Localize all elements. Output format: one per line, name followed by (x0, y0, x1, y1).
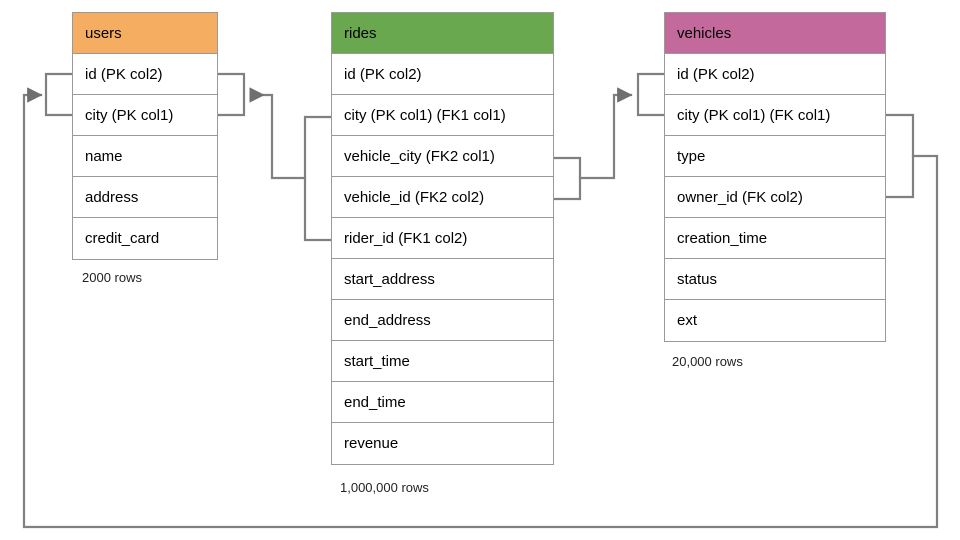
table-rides-header: rides (332, 13, 553, 54)
table-rides-column-start-address[interactable]: start_address (332, 259, 553, 300)
table-vehicles-column-type[interactable]: type (665, 136, 885, 177)
table-vehicles[interactable]: vehicles id (PK col2) city (PK col1) (FK… (664, 12, 886, 342)
table-rides[interactable]: rides id (PK col2) city (PK col1) (FK1 c… (331, 12, 554, 465)
table-rides-column-end-time[interactable]: end_time (332, 382, 553, 423)
table-users-column-address[interactable]: address (73, 177, 217, 218)
table-vehicles-column-ext[interactable]: ext (665, 300, 885, 341)
table-rides-column-vehicle-city[interactable]: vehicle_city (FK2 col1) (332, 136, 553, 177)
edge-vehicles-right-bracket (884, 113, 915, 199)
table-users-column-credit-card[interactable]: credit_card (73, 218, 217, 259)
table-rides-column-revenue[interactable]: revenue (332, 423, 553, 464)
table-users-header: users (73, 13, 217, 54)
table-vehicles-row-count: 20,000 rows (672, 354, 743, 369)
table-vehicles-column-city[interactable]: city (PK col1) (FK col1) (665, 95, 885, 136)
table-rides-column-id[interactable]: id (PK col2) (332, 54, 553, 95)
table-users-column-city[interactable]: city (PK col1) (73, 95, 217, 136)
edge-users-left-bracket (44, 72, 74, 117)
table-vehicles-column-owner-id[interactable]: owner_id (FK col2) (665, 177, 885, 218)
table-users-column-name[interactable]: name (73, 136, 217, 177)
edge-users-right-bracket (216, 72, 246, 117)
edge-rides-to-vehicles (578, 87, 633, 180)
table-vehicles-header: vehicles (665, 13, 885, 54)
edge-vehicles-left-bracket (636, 72, 666, 117)
table-vehicles-column-id[interactable]: id (PK col2) (665, 54, 885, 95)
table-users[interactable]: users id (PK col2) city (PK col1) name a… (72, 12, 218, 260)
table-vehicles-column-creation-time[interactable]: creation_time (665, 218, 885, 259)
table-vehicles-column-status[interactable]: status (665, 259, 885, 300)
table-users-column-id[interactable]: id (PK col2) (73, 54, 217, 95)
table-rides-column-end-address[interactable]: end_address (332, 300, 553, 341)
table-rides-column-city[interactable]: city (PK col1) (FK1 col1) (332, 95, 553, 136)
table-rides-row-count: 1,000,000 rows (340, 480, 429, 495)
edge-rides-right-bracket (552, 156, 582, 201)
table-rides-column-rider-id[interactable]: rider_id (FK1 col2) (332, 218, 553, 259)
table-users-row-count: 2000 rows (82, 270, 142, 285)
edge-rides-left-bracket (303, 115, 333, 242)
table-rides-column-vehicle-id[interactable]: vehicle_id (FK2 col2) (332, 177, 553, 218)
table-rides-column-start-time[interactable]: start_time (332, 341, 553, 382)
edge-rides-to-users (249, 87, 307, 180)
